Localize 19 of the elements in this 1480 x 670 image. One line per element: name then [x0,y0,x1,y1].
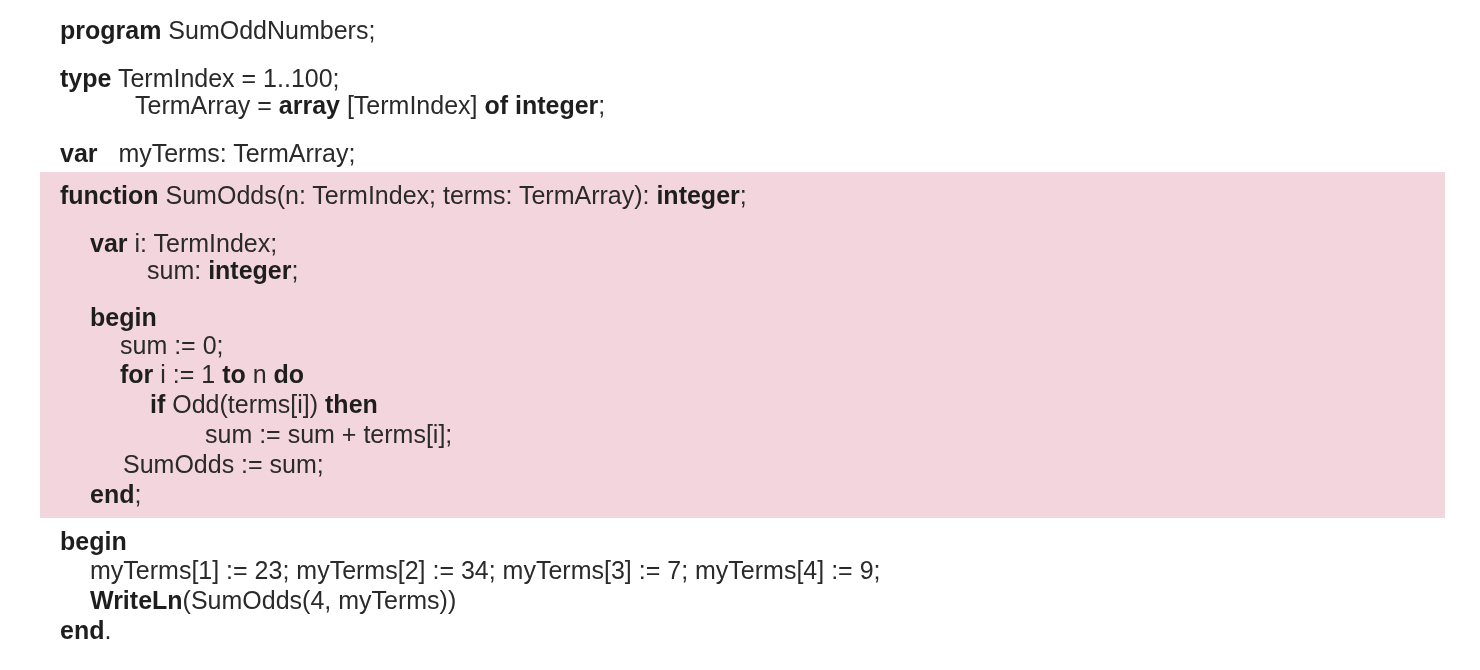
code-line: for i := 1 to n do [120,359,305,389]
code-line: sum := 0; [120,331,224,360]
code-line: sum: integer; [147,256,299,285]
code-line: if Odd(terms[i]) then [150,389,378,419]
code-line: begin [60,526,127,556]
highlight-band [40,172,1445,518]
code-line: sum := sum + terms[i]; [205,419,453,449]
code-line: end; [90,479,142,509]
code-line: begin [90,302,157,332]
code-line: SumOdds := sum; [123,449,324,479]
code-line: var i: TermIndex; [90,228,278,258]
code-line: var myTerms: TermArray; [60,138,356,168]
code-line: end. [60,615,112,645]
code-line: myTerms[1] := 23; myTerms[2] := 34; myTerms[3] := 7; myTerms[4] := 9; [90,555,881,585]
code-line: TermArray = array [TermIndex] of integer; [135,91,606,120]
code-line: WriteLn(SumOdds(4, myTerms)) [90,585,457,615]
code-line: program SumOddNumbers; [60,15,376,45]
code-line: function SumOdds(n: TermIndex; terms: TermArray): integer; [60,180,747,210]
code-line: type TermIndex = 1..100; [60,63,340,93]
